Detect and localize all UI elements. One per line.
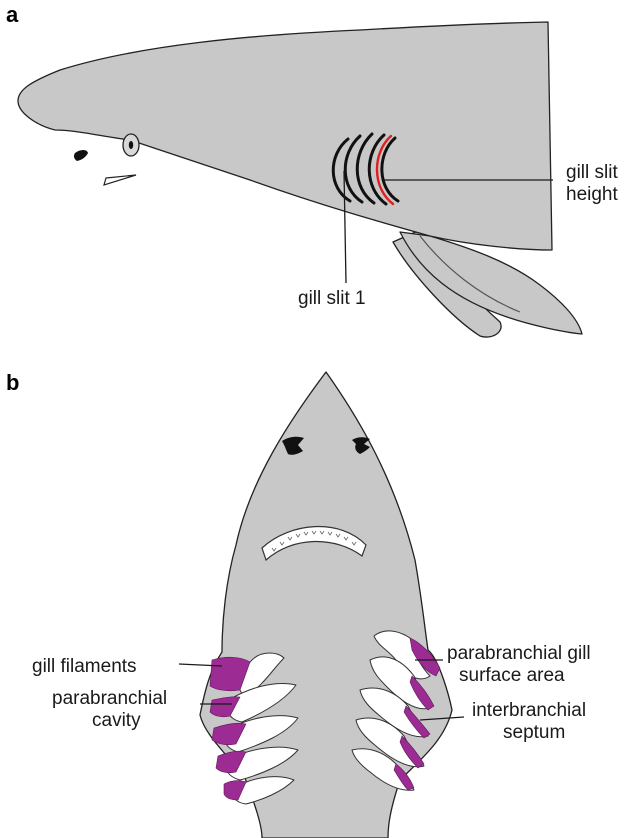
parabranchial-cavity-label: parabranchial cavity <box>52 688 172 731</box>
shark-lateral-body <box>18 22 552 250</box>
mouth <box>104 175 136 185</box>
interbranchial-septum-label: interbranchial septum <box>472 700 591 743</box>
pupil <box>129 141 133 149</box>
panel-b-letter: b <box>6 370 19 395</box>
nostril <box>74 150 88 161</box>
panel-a-letter: a <box>6 2 19 27</box>
gill-slit-height-label: gill slit height <box>566 162 623 205</box>
gill-filaments-label: gill filaments <box>32 656 137 677</box>
panel-a: a gill slit height gill slit 1 <box>6 2 623 337</box>
parabranchial-gill-surface-area-label: parabranchial gill surface area <box>447 643 596 686</box>
gill-slit-1-label: gill slit 1 <box>298 288 366 309</box>
panel-b: b <box>6 370 596 838</box>
